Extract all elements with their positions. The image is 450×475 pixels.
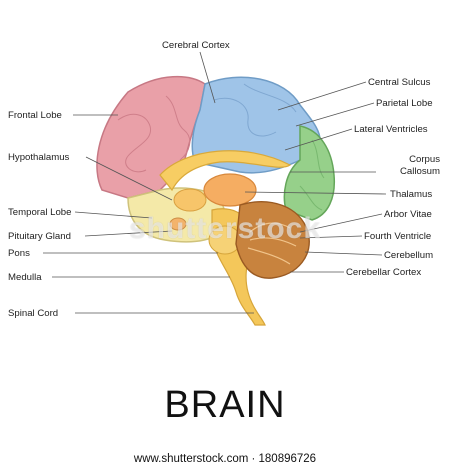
- cerebellum-shape: [235, 201, 310, 279]
- label-parietal-lobe: Parietal Lobe: [376, 98, 433, 109]
- watermark: shutterstock: [128, 212, 322, 245]
- label-frontal-lobe: Frontal Lobe: [8, 110, 62, 121]
- label-cerebellar-cortex: Cerebellar Cortex: [346, 267, 422, 278]
- thalamus-shape: [203, 173, 257, 207]
- diagram-title: BRAIN: [164, 384, 286, 426]
- label-fourth-ventricle: Fourth Ventricle: [364, 231, 432, 242]
- leader-lines: [43, 51, 387, 314]
- label-pituitary-gland: Pituitary Gland: [8, 231, 71, 242]
- occipital-lobe-shape: [283, 125, 336, 221]
- label-temporal-lobe: Temporal Lobe: [8, 207, 72, 218]
- pituitary-gland-shape: [169, 217, 187, 231]
- arbor-vitae-shape: [247, 222, 297, 265]
- label-lateral-ventricles: Lateral Ventricles: [354, 124, 428, 135]
- label-corpus: Corpus: [409, 154, 440, 165]
- label-central-sulcus: Central Sulcus: [368, 77, 431, 88]
- label-arbor-vitae: Arbor Vitae: [384, 209, 432, 220]
- label-callosum: Callosum: [400, 166, 440, 177]
- label-cerebral-cortex: Cerebral Cortex: [162, 40, 230, 51]
- label-hypothalamus: Hypothalamus: [8, 152, 70, 163]
- label-cerebellum: Cerebellum: [384, 250, 434, 261]
- hypothalamus-shape: [173, 188, 207, 212]
- gyri-detail: [117, 83, 325, 211]
- stock-footer: www.shutterstock.com · 180896726: [133, 453, 317, 465]
- label-medulla: Medulla: [8, 272, 42, 283]
- label-thalamus: Thalamus: [390, 189, 433, 200]
- corpus-callosum-shape: [159, 150, 292, 192]
- label-pons: Pons: [8, 248, 30, 259]
- label-spinal-cord: Spinal Cord: [8, 308, 59, 319]
